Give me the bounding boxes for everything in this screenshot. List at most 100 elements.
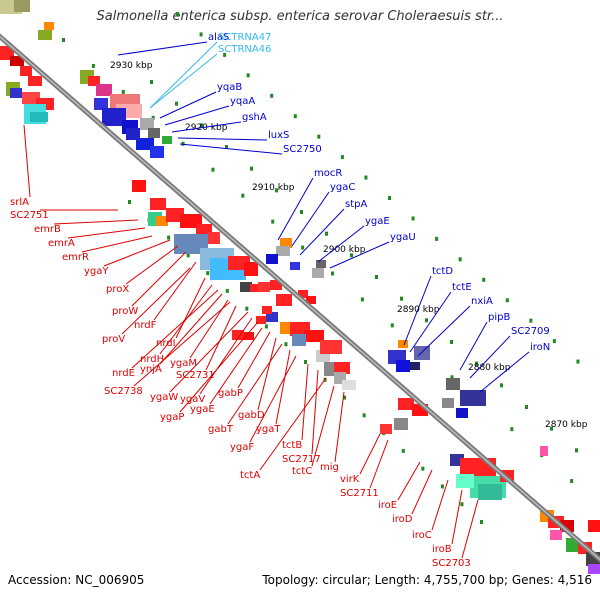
gene-block	[276, 294, 292, 306]
reverse-gene-label[interactable]: nrdF	[134, 320, 157, 331]
gene-block	[156, 216, 168, 226]
forward-gene-label[interactable]: SC2709	[511, 326, 550, 337]
gene-block	[334, 362, 350, 374]
gene-block	[148, 128, 160, 138]
gene-block	[20, 66, 32, 76]
forward-gene-label[interactable]: luxS	[268, 130, 289, 141]
tick-mark	[343, 395, 347, 400]
gene-block	[30, 112, 48, 122]
forward-gene-label[interactable]: stpA	[345, 199, 367, 210]
tick-mark	[435, 236, 439, 241]
forward-gene-label[interactable]: SCTRNA46	[218, 44, 271, 55]
forward-gene-label[interactable]: alaS	[208, 32, 229, 43]
gene-block	[276, 246, 290, 256]
gene-block	[250, 284, 260, 292]
reverse-gene-label[interactable]: iroD	[392, 514, 413, 525]
reverse-gene-label[interactable]: ygaV	[180, 394, 205, 405]
forward-gene-label[interactable]: pipB	[488, 312, 510, 323]
reverse-gene-label[interactable]: virK	[340, 474, 360, 485]
reverse-gene-label[interactable]: ygaM	[170, 358, 197, 369]
reverse-gene-label[interactable]: SC2711	[340, 488, 379, 499]
forward-gene-label[interactable]: mocR	[314, 168, 342, 179]
tick-mark	[500, 383, 503, 388]
forward-gene-label[interactable]: ygaC	[330, 182, 355, 193]
reverse-gene-label[interactable]: iroE	[378, 500, 397, 511]
reverse-gene-label[interactable]: SC2717	[282, 454, 321, 465]
reverse-gene-label[interactable]: gabD	[238, 410, 265, 421]
forward-gene-label[interactable]: tctE	[452, 282, 472, 293]
tick-mark	[475, 361, 478, 366]
reverse-gene-label[interactable]: ygaF	[230, 442, 254, 453]
reverse-gene-label[interactable]: emrA	[48, 238, 75, 249]
reverse-gene-label[interactable]: proW	[112, 306, 138, 317]
reverse-label-line	[275, 349, 291, 425]
reverse-gene-label[interactable]: srlA	[10, 197, 29, 208]
gene-block	[312, 268, 324, 278]
tick-mark	[62, 38, 65, 42]
reverse-gene-label[interactable]: iroB	[432, 544, 452, 555]
reverse-gene-label[interactable]: tctA	[240, 470, 260, 481]
forward-gene-label[interactable]: iroN	[530, 342, 550, 353]
tick-mark	[246, 73, 250, 78]
reverse-gene-label[interactable]: proX	[106, 284, 129, 295]
gene-block	[140, 118, 154, 130]
reverse-gene-label[interactable]: SC2703	[432, 558, 471, 569]
tick-mark	[360, 297, 364, 302]
forward-gene-label[interactable]: nxiA	[471, 296, 493, 307]
tick-mark	[225, 145, 228, 149]
reverse-gene-label[interactable]: tctB	[282, 440, 302, 451]
forward-gene-label[interactable]: gshA	[242, 112, 267, 123]
forward-gene-label[interactable]: SCTRNA47	[218, 32, 271, 43]
reverse-gene-label[interactable]: SC2751	[10, 210, 49, 221]
gene-block	[240, 282, 252, 292]
tick-mark	[480, 520, 483, 524]
reverse-gene-label[interactable]: ygaW	[150, 392, 178, 403]
reverse-label-line	[121, 267, 191, 335]
reverse-gene-label[interactable]: gabP	[218, 388, 243, 399]
reverse-gene-label[interactable]: iroC	[412, 530, 432, 541]
reverse-gene-label[interactable]: SC2731	[176, 370, 215, 381]
forward-gene-label[interactable]: ygaE	[365, 216, 390, 227]
tick-mark	[450, 375, 454, 380]
reverse-gene-label[interactable]: mig	[320, 462, 339, 473]
reverse-gene-label[interactable]: emrR	[62, 252, 89, 263]
tick-mark	[411, 216, 415, 221]
reverse-gene-label[interactable]: ygaY	[84, 266, 109, 277]
forward-gene-label[interactable]: SC2750	[283, 144, 322, 155]
reverse-gene-label[interactable]: nrdI	[156, 338, 176, 349]
forward-gene-label[interactable]: tctD	[432, 266, 453, 277]
reverse-gene-label[interactable]: ygaP	[160, 412, 184, 423]
reverse-gene-label[interactable]: emrB	[34, 224, 61, 235]
reverse-gene-label[interactable]: nrdH	[140, 354, 164, 365]
kbp-label: 2900 kbp	[323, 245, 366, 255]
reverse-gene-label[interactable]: ygaE	[190, 404, 215, 415]
reverse-gene-label[interactable]: proV	[102, 334, 125, 345]
reverse-label-line	[411, 469, 433, 515]
kbp-label: 2920 kbp	[185, 123, 228, 133]
gene-features	[0, 0, 600, 574]
reverse-gene-label[interactable]: ynjA	[140, 364, 162, 375]
reverse-gene-label[interactable]: ygaT	[256, 424, 281, 435]
tick-mark	[529, 318, 533, 323]
kbp-label: 2880 kbp	[468, 363, 511, 373]
reverse-gene-label[interactable]: nrdE	[112, 368, 135, 379]
reverse-gene-label[interactable]: SC2738	[104, 386, 143, 397]
gene-block	[136, 138, 154, 150]
tick-mark	[362, 413, 366, 418]
tick-mark	[421, 466, 425, 471]
forward-gene-label[interactable]: yqaA	[230, 96, 255, 107]
gene-block	[266, 254, 278, 264]
reverse-gene-label[interactable]: tctC	[292, 466, 312, 477]
reverse-label-line	[227, 343, 283, 425]
forward-label-line	[164, 105, 230, 126]
gene-block	[28, 76, 42, 86]
gene-block	[96, 84, 112, 96]
gene-block	[102, 108, 126, 126]
reverse-gene-label[interactable]: gabT	[208, 424, 234, 435]
forward-gene-label[interactable]: yqaB	[217, 82, 242, 93]
reverse-label-line	[237, 331, 271, 389]
forward-gene-label[interactable]: ygaU	[390, 232, 416, 243]
reverse-label-line	[125, 245, 179, 285]
